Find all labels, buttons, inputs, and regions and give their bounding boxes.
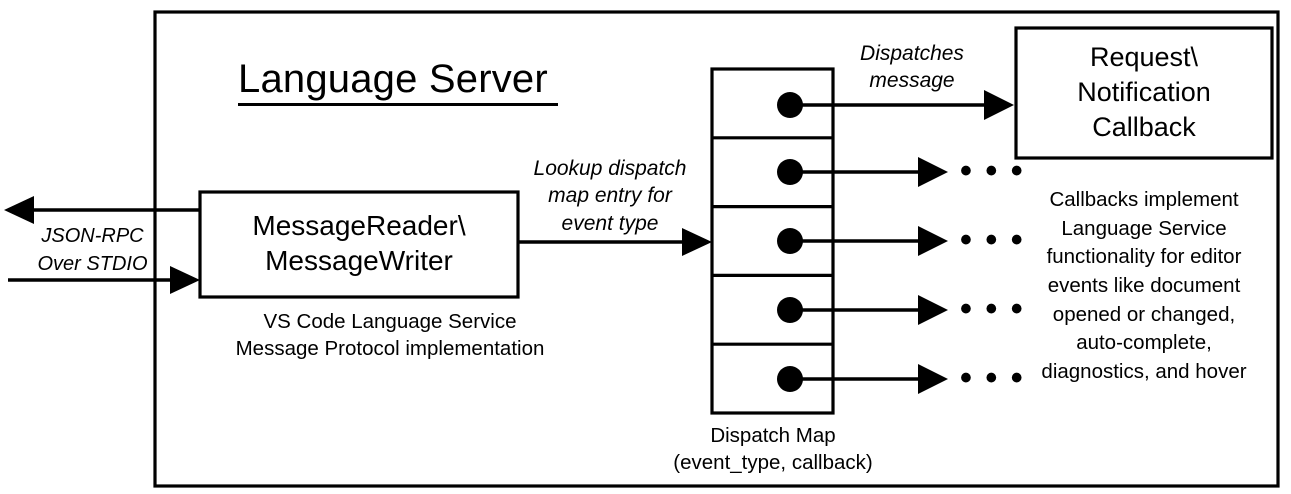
callback-caption-line4: events like document: [1047, 274, 1241, 298]
dispatch-row-2-ellipsis: • • •: [960, 152, 1025, 190]
dispatch-map-caption-line1: Dispatch Map: [710, 424, 836, 447]
message-reader-line: MessageReader\: [252, 210, 466, 241]
dispatch-map-caption: Dispatch Map (event_type, callback): [648, 422, 898, 476]
lookup-annotation-line1: Lookup dispatch: [533, 157, 687, 180]
message-reader-writer-label: MessageReader\ MessageWriter: [200, 208, 518, 279]
callback-caption-line1: Callbacks implement: [1049, 188, 1239, 211]
callback-label-line3: Callback: [1092, 112, 1196, 143]
lookup-annotation-line3: event type: [561, 211, 659, 235]
message-writer-line: MessageWriter: [265, 245, 453, 277]
callback-box-caption: Callbacks implement Language Service fun…: [1012, 186, 1276, 387]
page-title: Language Server: [238, 57, 548, 101]
dispatch-row-2-arrow-head: [918, 157, 948, 187]
callback-box-label: Request\ Notification Callback: [1016, 40, 1272, 145]
callback-caption-line7: diagnostics, and hover: [1041, 360, 1247, 384]
outbound-arrow-head: [4, 196, 34, 224]
dispatches-message-annotation: Dispatches message: [832, 40, 992, 95]
dispatches-annotation-line1: Dispatches: [860, 42, 964, 65]
jsonrpc-label-line2: Over STDIO: [37, 253, 148, 276]
jsonrpc-label-line1: JSON-RPC: [41, 225, 144, 247]
callback-caption-line5: opened or changed,: [1052, 302, 1236, 326]
message-box-caption-line2: Message Protocol implementation: [235, 337, 545, 361]
dispatch-row-4-ellipsis: • • •: [960, 290, 1025, 328]
dispatch-row-4-arrow-head: [918, 295, 948, 325]
lookup-dispatch-annotation: Lookup dispatch map entry for event type: [520, 155, 700, 237]
dispatch-row-3-arrow-head: [918, 226, 948, 256]
message-reader-writer-box: [198, 190, 520, 299]
lookup-dispatch-arrow-head: [682, 228, 712, 256]
lookup-annotation-line2: map entry for: [548, 184, 672, 208]
callback-label-line1: Request\: [1089, 42, 1199, 72]
callback-label-line2: Notification: [1077, 77, 1211, 108]
callback-caption-line6: auto-complete,: [1076, 331, 1212, 355]
language-server-container: [153, 10, 1280, 488]
dispatch-map-caption-line2: (event_type, callback): [673, 451, 873, 475]
request-notification-callback-box: [1014, 26, 1274, 160]
callback-caption-line2: Language Service: [1061, 216, 1227, 240]
dispatch-row-3-ellipsis: • • •: [960, 221, 1025, 259]
dispatch-row-5-arrow-head: [918, 364, 948, 394]
callback-caption-line3: functionality for editor: [1046, 245, 1242, 269]
message-box-caption: VS Code Language Service Message Protoco…: [205, 308, 575, 362]
message-box-caption-line1: VS Code Language Service: [263, 310, 517, 333]
dispatch-row-1-arrow-head: [984, 90, 1014, 120]
dispatches-annotation-line2: message: [869, 69, 955, 93]
dispatch-row-5-ellipsis: • • •: [960, 359, 1025, 397]
inbound-arrow-head: [170, 266, 200, 294]
jsonrpc-channel-label: JSON-RPC Over STDIO: [20, 222, 165, 279]
page-title-underline: [238, 103, 558, 106]
